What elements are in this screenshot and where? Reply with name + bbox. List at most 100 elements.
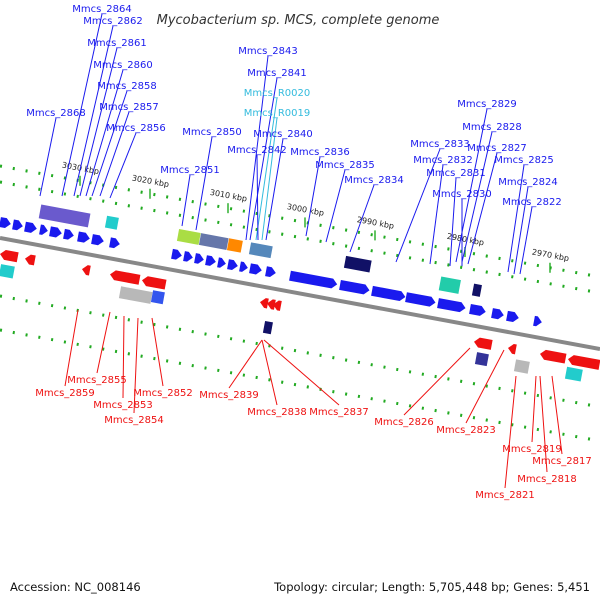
gene-label: Mmcs_2834: [344, 175, 404, 186]
gene-label: Mmcs_R0020: [244, 88, 310, 99]
reverse-gene-arrow: [110, 270, 141, 285]
dotted-rings: [0, 164, 600, 443]
gene-label: Mmcs_2839: [199, 390, 259, 401]
forward-gene-arrow: [12, 219, 23, 231]
gene-label: Mmcs_2831: [426, 168, 486, 179]
reverse-gene-arrow: [141, 276, 167, 290]
teal-feature-block: [438, 276, 461, 294]
gray-feature-block: [513, 359, 530, 374]
gene-label: Mmcs_2822: [502, 197, 562, 208]
leader-line: [122, 315, 125, 399]
gene-label: Mmcs_2823: [436, 425, 496, 436]
forward-gene-arrow: [506, 310, 519, 322]
leader-line: [249, 77, 278, 241]
gene-label: Mmcs_2856: [106, 123, 166, 134]
leader-line: [531, 375, 537, 443]
gene-label: Mmcs_2840: [253, 129, 313, 140]
forward-gene-arrow: [205, 255, 216, 266]
gene-label: Mmcs_2854: [104, 415, 164, 426]
forward-gene-arrow: [171, 248, 182, 260]
forward-gene-arrow: [371, 285, 406, 302]
tick-label: 2970 kbp: [531, 247, 570, 263]
ring-inner-bottom: [0, 294, 600, 409]
gene-label: Mmcs_2817: [532, 456, 592, 467]
forward-gene-arrow: [183, 251, 193, 262]
ring-outer: [0, 164, 600, 279]
leader-line: [467, 152, 498, 265]
reverse-gene-arrow: [0, 249, 19, 263]
gene-label: Mmcs_2824: [498, 177, 558, 188]
forward-gene-arrow: [339, 279, 370, 295]
gray-feature-block: [118, 286, 153, 304]
leader-line: [39, 117, 57, 197]
gene-label: Mmcs_2841: [247, 68, 307, 79]
green-block: [176, 229, 201, 245]
leader-line: [99, 111, 130, 197]
forward-gene-arrow: [49, 226, 62, 238]
leader-line: [551, 375, 563, 455]
gene-label: Mmcs_2827: [467, 143, 527, 154]
reverse-gene-arrow: [508, 343, 517, 355]
cyan-block: [0, 264, 15, 279]
forward-gene-arrow: [0, 217, 11, 229]
reverse-gene-arrow: [539, 349, 567, 364]
leader-line: [507, 164, 525, 273]
bottom-labels: Mmcs_2855Mmcs_2859Mmcs_2853Mmcs_2852Mmcs…: [35, 375, 592, 501]
leader-line: [73, 25, 114, 197]
gene-label: Mmcs_2853: [93, 400, 153, 411]
forward-gene-arrow: [24, 221, 37, 233]
gene-label: Mmcs_2826: [374, 417, 434, 428]
leader-line: [395, 148, 441, 263]
steelblue-block: [248, 242, 273, 259]
gene-label: Mmcs_2858: [97, 81, 157, 92]
leader-line: [461, 131, 493, 263]
leader-line: [256, 154, 259, 241]
gene-label: Mmcs_2864: [72, 4, 132, 15]
gene-label: Mmcs_2830: [432, 189, 492, 200]
blue-feature-block: [150, 290, 165, 305]
cyan-block: [104, 215, 119, 230]
leader-line: [91, 90, 128, 197]
gene-label: Mmcs_2859: [35, 388, 95, 399]
reverse-gene-arrow: [474, 337, 493, 350]
accession-text: Accession: NC_008146: [10, 580, 141, 594]
forward-gene-arrow: [39, 224, 48, 235]
forward-gene-arrow: [533, 315, 542, 327]
leader-line: [519, 206, 533, 275]
leader-line: [151, 317, 164, 387]
leader-line: [455, 108, 488, 263]
gene-label: Mmcs_2833: [410, 139, 470, 150]
gene-label: Mmcs_2855: [67, 375, 127, 386]
gene-label: Mmcs_2857: [99, 102, 159, 113]
gene-label: Mmcs_2868: [26, 108, 86, 119]
gene-label: Mmcs_2832: [413, 155, 473, 166]
leader-line: [61, 13, 103, 197]
leader-line: [305, 156, 321, 237]
map-title: Mycobacterium sp. MCS, complete genome: [157, 13, 440, 28]
leader-line: [429, 164, 444, 265]
ring-inner-top: [0, 180, 600, 295]
top-labels: Mmcs_2864Mmcs_2862Mmcs_2861Mmcs_2860Mmcs…: [26, 4, 562, 208]
forward-gene-arrow: [63, 228, 74, 240]
leader-line: [109, 132, 137, 199]
backbone-line: [0, 236, 600, 351]
reverse-gene-arrow: [273, 300, 282, 311]
leader-line: [64, 309, 79, 387]
gene-label: Mmcs_2828: [462, 122, 522, 133]
gene-label: Mmcs_2837: [309, 407, 369, 418]
leader-line: [449, 177, 457, 267]
leader-line: [261, 339, 278, 406]
gene-label: Mmcs_2843: [238, 46, 298, 57]
tick-label: 3010 kbp: [209, 188, 248, 204]
cyan-block: [564, 366, 583, 382]
genome-summary-text: Topology: circular; Length: 5,705,448 bp…: [274, 580, 590, 594]
reverse-gene-arrow: [260, 298, 269, 309]
leader-line: [255, 97, 278, 241]
gene-label: Mmcs_2835: [315, 160, 375, 171]
gene-label: Mmcs_2818: [517, 474, 577, 485]
gene-label: Mmcs_2852: [133, 388, 193, 399]
leader-line: [513, 186, 529, 275]
gene-label: Mmcs_2821: [475, 490, 535, 501]
